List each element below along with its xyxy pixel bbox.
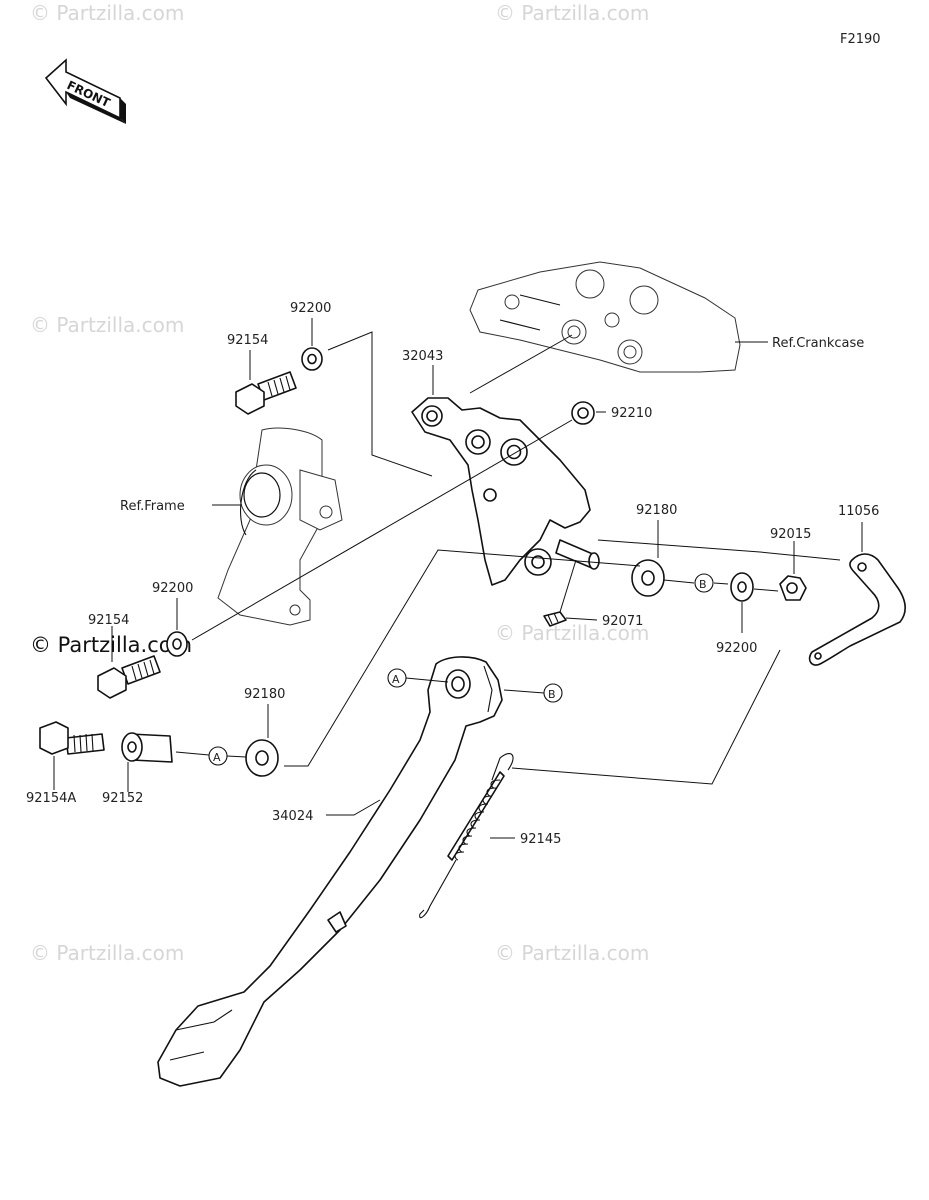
part-34024-label: 34024	[272, 809, 313, 824]
watermarks: © Partzilla.com © Partzilla.com © Partzi…	[30, 1, 649, 965]
collar-92152	[121, 732, 173, 763]
bolt-92154-left	[97, 655, 161, 699]
watermark-text: © Partzilla.com	[495, 941, 649, 965]
part-92152-label: 92152	[102, 791, 143, 806]
pivot-pin	[555, 539, 600, 570]
bolt-92154-top	[235, 371, 297, 415]
watermark-text: © Partzilla.com	[495, 1, 649, 25]
spring-92145	[419, 753, 514, 919]
part-92015-label: 92015	[770, 527, 811, 542]
watermark-text: © Partzilla.com	[495, 621, 649, 645]
frame-reference	[217, 427, 343, 626]
washer-92200-right	[730, 572, 754, 602]
washer-92180-right	[631, 559, 665, 597]
washer-92200-left	[166, 631, 188, 657]
nut-92015	[779, 575, 807, 601]
callout-b-stand: B	[543, 683, 563, 703]
collar-92210	[571, 401, 595, 425]
washer-92200-top	[301, 347, 323, 371]
bracket-32043	[411, 397, 591, 586]
part-92154a-label: 92154A	[26, 791, 76, 806]
part-11056-label: 11056	[838, 504, 879, 519]
ref-crankcase-label: Ref.Crankcase	[772, 336, 864, 351]
watermark-text: © Partzilla.com	[30, 941, 184, 965]
watermark-text-dark: © Partzilla.com	[30, 633, 192, 657]
callout-b-text: B	[548, 688, 556, 701]
part-92180-right-label: 92180	[636, 503, 677, 518]
watermark-text: © Partzilla.com	[30, 313, 184, 337]
washer-92180-left	[245, 739, 279, 777]
part-92154-top-label: 92154	[227, 333, 268, 348]
front-arrow-icon: FRONT	[44, 58, 126, 124]
callout-a-left: A	[208, 746, 228, 766]
ref-frame-label: Ref.Frame	[120, 499, 185, 514]
crankcase-reference	[469, 261, 741, 373]
callout-a-stand: A	[387, 668, 407, 688]
part-32043-label: 32043	[402, 349, 443, 364]
part-92154-left-label: 92154	[88, 613, 129, 628]
part-92210-label: 92210	[611, 406, 652, 421]
callout-b-right: B	[694, 573, 714, 593]
bolt-92154a	[39, 721, 105, 755]
bracket-11056	[808, 553, 906, 666]
callout-a-text: A	[213, 751, 221, 764]
callout-a-text: A	[392, 673, 400, 686]
side-stand-34024	[157, 656, 503, 1087]
part-92145-label: 92145	[520, 832, 561, 847]
part-92200-right-label: 92200	[716, 641, 757, 656]
watermark-text: © Partzilla.com	[30, 1, 184, 25]
part-92200-left-label: 92200	[152, 581, 193, 596]
diagram-code: F2190	[840, 32, 881, 47]
part-92200-top-label: 92200	[290, 301, 331, 316]
part-92071-label: 92071	[602, 614, 643, 629]
part-92180-left-label: 92180	[244, 687, 285, 702]
callout-b-text: B	[699, 578, 707, 591]
grommet-92071	[543, 611, 567, 627]
